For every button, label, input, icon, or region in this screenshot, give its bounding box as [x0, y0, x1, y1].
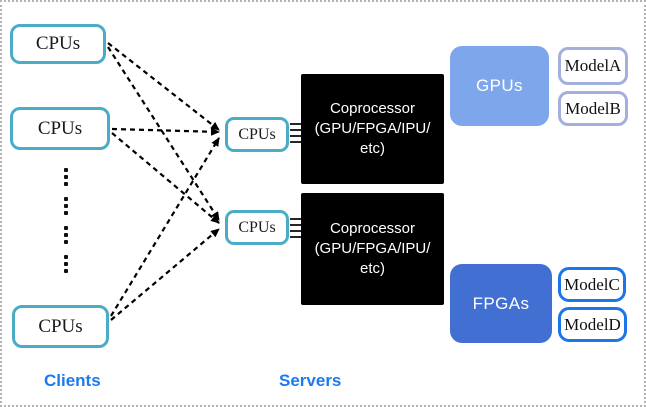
client-cpu-box-2: CPUs — [10, 107, 110, 150]
model-d-label: ModelD — [564, 314, 621, 334]
client-cpu-box-1: CPUs — [10, 24, 106, 64]
model-a-label: ModelA — [564, 56, 622, 75]
coprocessor-1-line-1: Coprocessor — [329, 100, 416, 117]
model-c-label: ModelC — [564, 274, 620, 294]
coprocessor-2-line-1: Coprocessor — [329, 220, 416, 237]
coprocessor-2-line-3: etc) — [359, 260, 385, 277]
ellipsis-dot-group — [64, 255, 68, 273]
client-cpu-label-2: CPUs — [37, 117, 83, 139]
clients-section-label: Clients — [44, 371, 101, 390]
coprocessor-box-1: Coprocessor (GPU/FPGA/IPU/ etc) — [301, 74, 444, 184]
coprocessor-2-line-2: (GPU/FPGA/IPU/ — [314, 240, 431, 257]
model-a-box: ModelA — [558, 47, 628, 85]
vertical-ellipsis — [64, 168, 68, 273]
coprocessor-box-2: Coprocessor (GPU/FPGA/IPU/ etc) — [301, 193, 444, 305]
ellipsis-dot-group — [64, 168, 68, 186]
ellipsis-dot-group — [64, 226, 68, 244]
client-cpu-label-1: CPUs — [35, 33, 81, 54]
server-cpu-label-1: CPUs — [238, 125, 276, 143]
edge-client3-server1 — [110, 137, 220, 317]
gpus-label: GPUs — [476, 76, 523, 95]
model-d-box: ModelD — [558, 307, 627, 342]
fpgas-label: FPGAs — [472, 293, 530, 313]
ellipsis-dot-group — [64, 197, 68, 215]
client-cpu-box-3: CPUs — [12, 305, 109, 348]
gpus-box: GPUs — [450, 46, 549, 126]
client-cpu-label-3: CPUs — [38, 315, 83, 337]
model-b-label: ModelB — [565, 98, 621, 118]
server-cpu-box-2: CPUs — [225, 210, 289, 245]
edge-client1-server1 — [107, 42, 220, 131]
coprocessor-1-line-2: (GPU/FPGA/IPU/ — [314, 120, 431, 137]
model-c-box: ModelC — [558, 267, 626, 302]
edge-client1-server2 — [107, 46, 220, 221]
edge-client2-server2 — [111, 132, 220, 224]
fpgas-box: FPGAs — [450, 264, 552, 343]
server-cpu-label-2: CPUs — [238, 218, 276, 236]
edge-client3-server2 — [110, 228, 220, 321]
edge-client2-server1 — [111, 127, 220, 136]
server-cpu-box-1: CPUs — [225, 117, 289, 152]
servers-section-label: Servers — [279, 371, 342, 390]
coprocessor-1-line-3: etc) — [359, 140, 385, 157]
model-b-box: ModelB — [558, 91, 628, 126]
